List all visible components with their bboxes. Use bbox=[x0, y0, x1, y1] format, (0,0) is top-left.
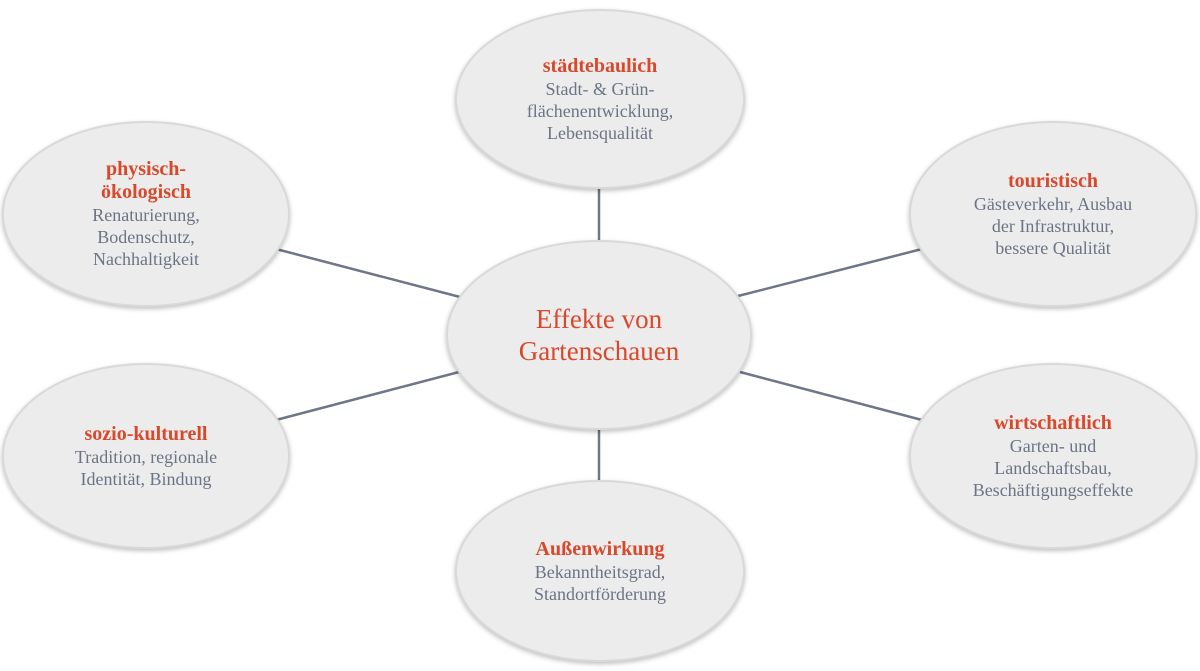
connector-physisch bbox=[275, 247, 461, 299]
node-title: sozio-kulturell bbox=[84, 422, 208, 445]
connector-sozio bbox=[275, 370, 460, 422]
node-title: physisch- ökologisch bbox=[100, 158, 192, 203]
node-staedtebaulich: städtebaulich Stadt- & Grün- flächenentw… bbox=[455, 9, 745, 189]
node-text: Stadt- & Grün- flächenentwicklung, Leben… bbox=[526, 78, 674, 143]
node-title: touristisch bbox=[1007, 169, 1098, 192]
node-text: Tradition, regionale Identität, Bindung bbox=[74, 446, 218, 489]
node-text: Garten- und Landschaftsbau, Beschäftigun… bbox=[972, 435, 1134, 500]
node-aussen: Außenwirkung Bekanntheitsgrad, Standortf… bbox=[455, 480, 745, 662]
node-text: Renaturierung, Bodenschutz, Nachhaltigke… bbox=[92, 205, 200, 269]
node-text: Bekanntheitsgrad, Standortförderung bbox=[534, 561, 666, 604]
node-title: wirtschaftlich bbox=[994, 411, 1112, 434]
center-label: Effekte von Gartenschauen bbox=[518, 304, 680, 366]
connector-wirtschaftlich bbox=[739, 370, 923, 422]
node-sozio: sozio-kulturell Tradition, regionale Ide… bbox=[2, 363, 290, 549]
node-wirtschaftlich: wirtschaftlich Garten- und Landschaftsba… bbox=[909, 363, 1197, 549]
node-text: Gästeverkehr, Ausbau der Infrastruktur, … bbox=[973, 193, 1133, 258]
node-physisch: physisch- ökologisch Renaturierung, Bode… bbox=[2, 121, 290, 307]
node-center: Effekte von Gartenschauen bbox=[446, 240, 752, 430]
node-title: Außenwirkung bbox=[535, 537, 665, 560]
node-title: städtebaulich bbox=[542, 54, 658, 77]
connector-touristisch bbox=[737, 247, 923, 298]
node-touristisch: touristisch Gästeverkehr, Ausbau der Inf… bbox=[909, 121, 1197, 307]
